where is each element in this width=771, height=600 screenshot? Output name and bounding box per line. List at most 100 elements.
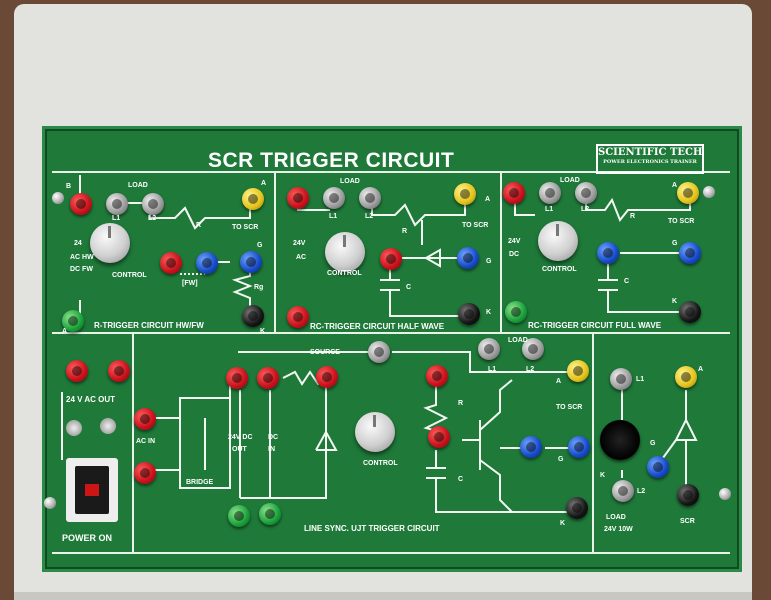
terminal-jack[interactable]	[226, 367, 248, 389]
terminal-jack[interactable]	[520, 436, 542, 458]
label: K	[260, 328, 266, 335]
terminal-jack[interactable]	[454, 183, 476, 205]
label: R	[402, 228, 408, 235]
terminal-jack[interactable]	[242, 188, 264, 210]
terminal-jack[interactable]	[323, 187, 345, 209]
label: AC HW	[70, 254, 94, 261]
terminal-jack[interactable]	[612, 480, 634, 502]
label: 24V	[508, 238, 521, 245]
label: Rg	[254, 284, 264, 291]
terminal-jack[interactable]	[257, 367, 279, 389]
label: L2	[148, 215, 157, 222]
terminal-jack[interactable]	[62, 310, 84, 332]
terminal-jack[interactable]	[426, 365, 448, 387]
terminal-jack[interactable]	[259, 503, 281, 525]
terminal-jack[interactable]	[567, 360, 589, 382]
power-switch[interactable]	[75, 466, 109, 514]
label: K	[560, 520, 566, 527]
terminal-jack[interactable]	[679, 301, 701, 323]
terminal-jack[interactable]	[316, 366, 338, 388]
label: AC	[296, 254, 307, 261]
panel-title: SCR TRIGGER CIRCUIT	[208, 149, 455, 172]
label: L2	[365, 213, 374, 220]
label: TO SCR	[462, 222, 489, 229]
control-knob[interactable]	[538, 221, 578, 261]
label: 24V DC	[228, 434, 253, 441]
terminal-jack[interactable]	[287, 306, 309, 328]
screw	[44, 497, 56, 509]
terminal-jack[interactable]	[108, 360, 130, 382]
label: R	[458, 400, 464, 407]
terminal-jack[interactable]	[66, 360, 88, 382]
terminal-jack[interactable]	[242, 305, 264, 327]
label: POWER ON	[62, 533, 113, 543]
label: DC	[509, 251, 520, 258]
terminal-jack[interactable]	[458, 303, 480, 325]
label: R	[196, 222, 202, 229]
terminal-jack[interactable]	[380, 248, 402, 270]
label: DC	[268, 434, 279, 441]
label: C	[406, 284, 412, 291]
label: A	[698, 366, 704, 373]
label: G	[650, 440, 656, 447]
label: A	[485, 196, 491, 203]
terminal-jack[interactable]	[368, 341, 390, 363]
label: 24 V AC OUT	[66, 395, 116, 404]
label: LOAD	[606, 514, 626, 521]
control-knob[interactable]	[325, 232, 365, 272]
terminal-jack[interactable]	[134, 462, 156, 484]
terminal-jack[interactable]	[675, 366, 697, 388]
terminal-jack[interactable]	[647, 456, 669, 478]
divider	[500, 173, 502, 333]
terminal-jack[interactable]	[240, 251, 262, 273]
label: CONTROL	[327, 270, 362, 277]
terminal-jack[interactable]	[522, 338, 544, 360]
divider	[52, 332, 730, 334]
label: 24V 10W	[604, 526, 633, 533]
label: L1	[636, 376, 645, 383]
label: LOAD	[508, 337, 528, 344]
fuse-holder[interactable]	[100, 418, 116, 434]
control-knob[interactable]	[355, 412, 395, 452]
terminal-jack[interactable]	[597, 242, 619, 264]
terminal-jack[interactable]	[359, 187, 381, 209]
terminal-jack[interactable]	[539, 182, 561, 204]
control-knob[interactable]	[90, 223, 130, 263]
terminal-jack[interactable]	[677, 182, 699, 204]
screw	[703, 186, 715, 198]
label: A	[62, 328, 68, 335]
fuse-holder[interactable]	[66, 420, 82, 436]
terminal-jack[interactable]	[160, 252, 182, 274]
lamp	[600, 420, 640, 460]
terminal-jack[interactable]	[568, 436, 590, 458]
terminal-jack[interactable]	[679, 242, 701, 264]
terminal-jack[interactable]	[478, 338, 500, 360]
terminal-jack[interactable]	[457, 247, 479, 269]
terminal-jack[interactable]	[428, 426, 450, 448]
terminal-jack[interactable]	[106, 193, 128, 215]
label: L2	[526, 366, 535, 373]
terminal-jack[interactable]	[610, 368, 632, 390]
divider	[52, 171, 730, 173]
label: LOAD	[128, 182, 148, 189]
label: C	[458, 476, 464, 483]
terminal-jack[interactable]	[134, 408, 156, 430]
terminal-jack[interactable]	[575, 182, 597, 204]
label: CONTROL	[363, 460, 398, 467]
terminal-jack[interactable]	[503, 182, 525, 204]
terminal-jack[interactable]	[70, 193, 92, 215]
label: LOAD	[560, 177, 580, 184]
terminal-jack[interactable]	[287, 187, 309, 209]
label: K	[672, 298, 678, 305]
label: A	[672, 182, 678, 189]
terminal-jack[interactable]	[142, 193, 164, 215]
terminal-jack[interactable]	[196, 252, 218, 274]
terminal-jack[interactable]	[228, 505, 250, 527]
terminal-jack[interactable]	[505, 301, 527, 323]
label: G	[558, 456, 564, 463]
divider	[52, 552, 730, 554]
label: L2	[581, 206, 590, 213]
terminal-jack[interactable]	[566, 497, 588, 519]
label: AC IN	[136, 438, 156, 445]
terminal-jack[interactable]	[677, 484, 699, 506]
